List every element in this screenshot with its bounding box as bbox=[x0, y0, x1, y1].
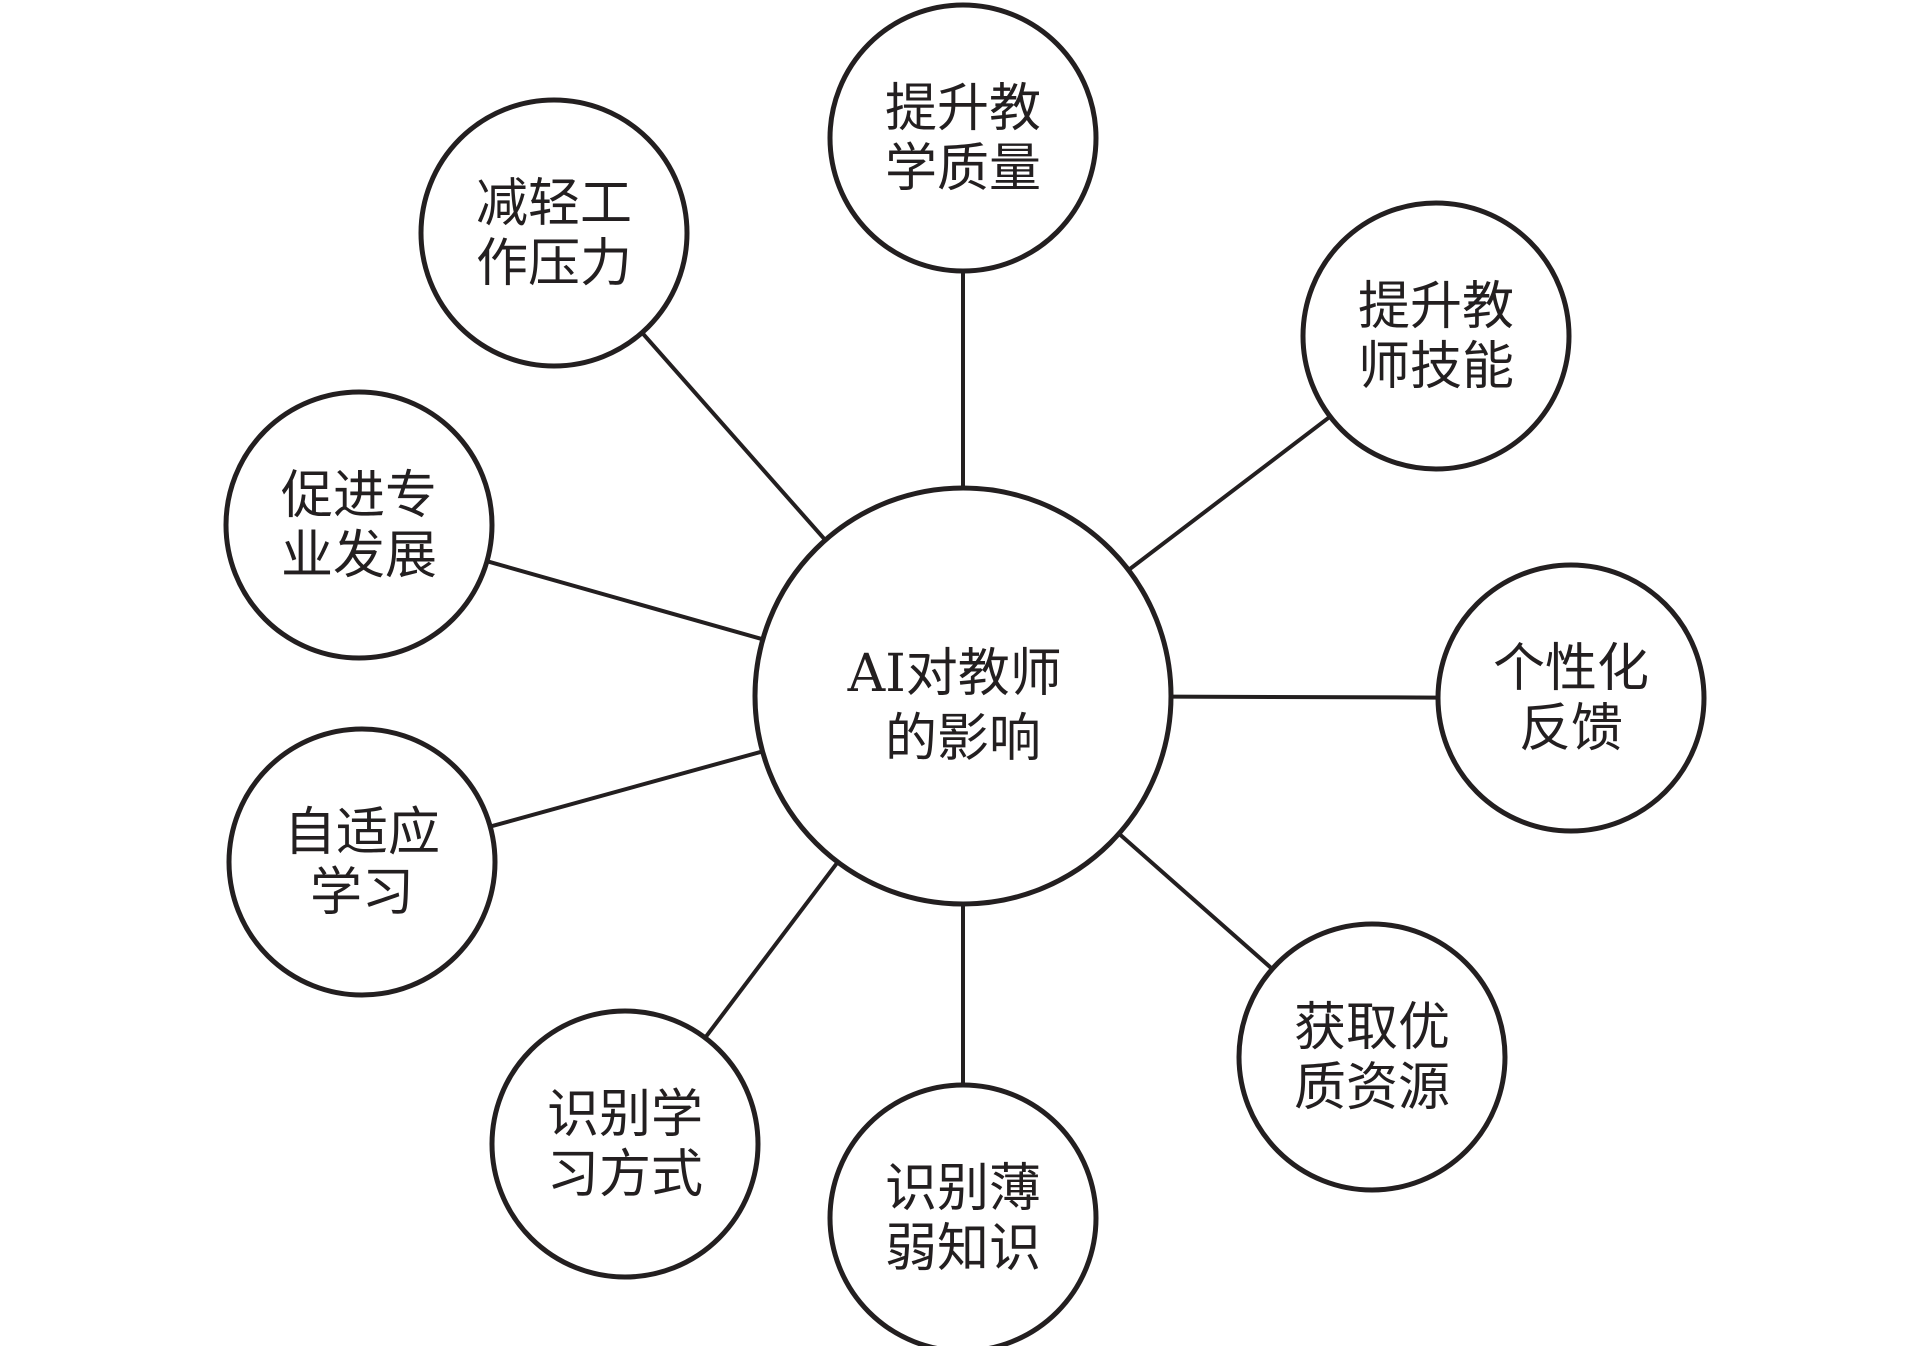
node-circle bbox=[489, 1008, 761, 1280]
node-label-line: 作压力 bbox=[476, 234, 632, 294]
node-label-line: 师技能 bbox=[1358, 337, 1514, 397]
node-adaptive-learning: 自适应学习 bbox=[226, 726, 498, 998]
node-circle bbox=[223, 389, 495, 661]
connector-identify-learning-styles bbox=[703, 860, 840, 1040]
node-improve-teaching-quality: 提升教学质量 bbox=[827, 2, 1099, 274]
center-node-circle bbox=[752, 485, 1174, 907]
node-circle bbox=[1236, 921, 1508, 1193]
node-label-line: 自适应 bbox=[284, 803, 440, 863]
node-circle bbox=[1300, 200, 1572, 472]
connector-reduce-work-pressure bbox=[640, 331, 827, 542]
node-access-quality-resources: 获取优质资源 bbox=[1236, 921, 1508, 1193]
node-label: 个性化反馈 bbox=[1493, 639, 1649, 759]
node-label-line: 业发展 bbox=[281, 526, 437, 586]
node-label: 识别学习方式 bbox=[547, 1085, 703, 1205]
center-node-label-line: AI对教师 bbox=[847, 644, 1062, 704]
node-label-line: 学质量 bbox=[885, 139, 1041, 199]
node-label-line: 提升教 bbox=[885, 79, 1041, 139]
node-label: 自适应学习 bbox=[284, 803, 440, 923]
node-label-line: 质资源 bbox=[1294, 1058, 1450, 1118]
center-node-label: AI对教师 的影响 bbox=[847, 644, 1079, 769]
connector-promote-professional-development bbox=[486, 559, 764, 642]
node-label: 提升教师技能 bbox=[1358, 277, 1514, 397]
connector-improve-teacher-skills bbox=[1127, 414, 1332, 572]
node-label: 获取优质资源 bbox=[1294, 998, 1450, 1118]
node-label-line: 识别学 bbox=[547, 1085, 703, 1145]
connector-adaptive-learning bbox=[489, 749, 764, 829]
node-label-line: 反馈 bbox=[1519, 699, 1623, 759]
node-label: 减轻工作压力 bbox=[476, 174, 632, 294]
node-label-line: 个性化 bbox=[1493, 639, 1649, 699]
node-label: 识别薄弱知识 bbox=[885, 1159, 1041, 1279]
center-node: AI对教师 的影响 bbox=[752, 485, 1174, 907]
node-circle bbox=[827, 1082, 1099, 1346]
node-label-line: 减轻工 bbox=[476, 174, 632, 234]
node-reduce-work-pressure: 减轻工作压力 bbox=[418, 97, 690, 369]
node-promote-professional-development: 促进专业发展 bbox=[223, 389, 495, 661]
node-label: 提升教学质量 bbox=[885, 79, 1041, 199]
connectors bbox=[486, 271, 1439, 1085]
node-personalized-feedback: 个性化反馈 bbox=[1435, 562, 1707, 834]
node-improve-teacher-skills: 提升教师技能 bbox=[1300, 200, 1572, 472]
node-label-line: 提升教 bbox=[1358, 277, 1514, 337]
node-label: 促进专业发展 bbox=[281, 466, 437, 586]
node-label-line: 识别薄 bbox=[885, 1159, 1041, 1219]
node-label-line: 促进专 bbox=[281, 466, 437, 526]
connector-access-quality-resources bbox=[1117, 832, 1274, 971]
node-identify-weak-knowledge: 识别薄弱知识 bbox=[827, 1082, 1099, 1346]
node-label-line: 获取优 bbox=[1294, 998, 1450, 1058]
node-label-line: 习方式 bbox=[547, 1145, 703, 1205]
node-circle bbox=[827, 2, 1099, 274]
node-circle bbox=[226, 726, 498, 998]
node-label-line: 学习 bbox=[310, 863, 414, 923]
connector-personalized-feedback bbox=[1170, 694, 1439, 700]
node-circle bbox=[1435, 562, 1707, 834]
node-label-line: 弱知识 bbox=[885, 1219, 1041, 1279]
center-node-label-line: 的影响 bbox=[885, 709, 1041, 769]
node-circle bbox=[418, 97, 690, 369]
nodes: 提升教学质量提升教师技能个性化反馈获取优质资源识别薄弱知识识别学习方式自适应学习… bbox=[223, 2, 1707, 1346]
node-identify-learning-styles: 识别学习方式 bbox=[489, 1008, 761, 1280]
